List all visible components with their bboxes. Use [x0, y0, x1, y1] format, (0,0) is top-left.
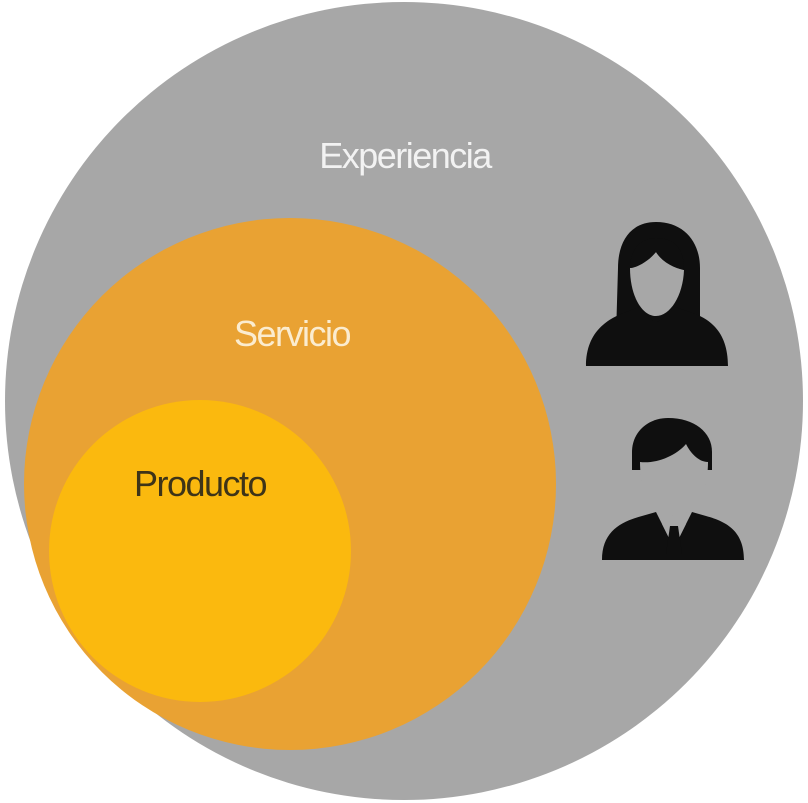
producto-circle: [49, 400, 351, 702]
woman-user-icon: [586, 222, 728, 366]
servicio-label: Servicio: [234, 313, 351, 354]
man-user-icon: [602, 418, 744, 560]
experiencia-label: Experiencia: [319, 135, 493, 176]
producto-label: Producto: [134, 463, 267, 504]
